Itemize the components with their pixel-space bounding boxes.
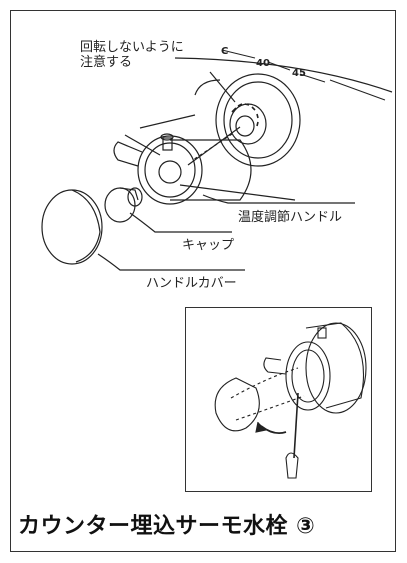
handle-cover-leader (97, 253, 245, 271)
no-rotate-line2: 注意する (80, 55, 133, 70)
cap-label: キャップ (182, 238, 235, 253)
diagram-frame (10, 10, 396, 552)
no-rotate-line1: 回転しないように (80, 40, 184, 55)
temperature-handle-unit (113, 114, 296, 205)
cover-in-hand (214, 377, 260, 432)
handle-cover-part (41, 189, 103, 265)
temp-handle-label: 温度調節ハンドル (238, 210, 343, 225)
dial-mark-40: 40 (256, 58, 270, 69)
counter-arc (174, 57, 393, 93)
page-title: カウンター埋込サーモ水栓 ③ (18, 514, 316, 539)
screwdriver-icon (293, 392, 299, 459)
removal-illustration (214, 322, 367, 479)
cap-part (104, 187, 143, 223)
valve-body (187, 73, 301, 167)
removal-inset (185, 307, 372, 492)
cap-leader (129, 212, 232, 233)
temp-handle-leader (202, 194, 355, 204)
dial-mark-c: C (221, 46, 229, 57)
handle-cover-label: ハンドルカバー (146, 276, 237, 291)
no-rotate-label: 回転しないように 注意する (80, 40, 184, 70)
dial-mark-45: 45 (292, 68, 306, 79)
no-rotate-leader (209, 71, 236, 103)
